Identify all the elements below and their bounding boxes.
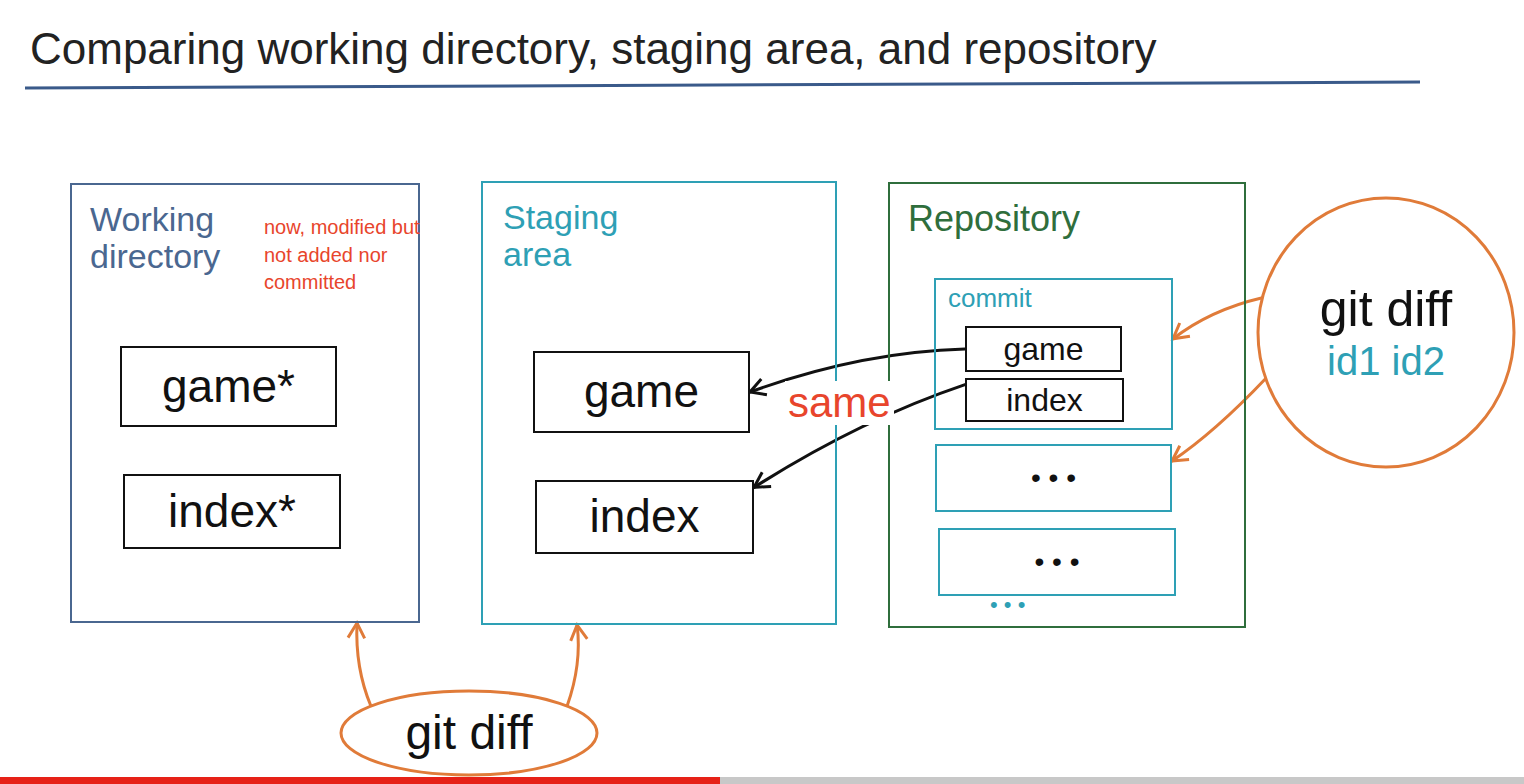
file-box: index	[535, 480, 754, 554]
file-box: game	[533, 351, 750, 433]
node-text: Repository	[908, 200, 1208, 239]
edge-label: same	[785, 381, 894, 425]
connector-arrow	[357, 623, 371, 706]
file-box: game*	[120, 346, 337, 427]
annotation-note: now, modified but not added nor committe…	[264, 214, 424, 297]
node-text: • • •	[1035, 547, 1080, 577]
node-text: Staging area	[503, 199, 653, 272]
node-text: Working directory	[90, 201, 260, 274]
node-text: index	[590, 492, 700, 542]
node-text: git diff	[405, 707, 532, 759]
commit-box: • • •	[935, 444, 1172, 512]
node-text: game*	[162, 362, 295, 412]
label-holder: now, modified but not added nor committe…	[264, 214, 424, 297]
connector-arrow	[567, 625, 578, 706]
bubble-ellipse	[1258, 198, 1514, 467]
progress-bar-played	[0, 777, 720, 784]
node-text: index*	[168, 487, 296, 537]
bubble-ellipse	[341, 691, 597, 775]
connector-arrow	[1173, 298, 1262, 339]
progress-bar-rest	[720, 777, 1524, 784]
node-text: commit	[948, 284, 1148, 312]
area-box: Staging area game index	[481, 181, 837, 625]
node-text: git diff	[1320, 282, 1453, 336]
command-bubble: git diff	[338, 688, 600, 778]
node-text: game	[1003, 332, 1083, 367]
node-text: game	[584, 367, 699, 417]
commit-box: commit game index	[934, 278, 1173, 430]
commit-box: • • •	[938, 528, 1176, 596]
edge-label-holder: same	[785, 381, 894, 425]
file-box: index	[965, 378, 1124, 422]
file-box: index*	[123, 474, 341, 549]
command-bubble: git diffid1 id2	[1255, 195, 1517, 470]
file-box: game	[965, 326, 1122, 372]
connector-arrow	[1172, 379, 1266, 462]
title-underline	[25, 82, 1420, 88]
title-holder: Comparing working directory, staging are…	[30, 24, 1157, 74]
more-commits-dots: • • •	[990, 590, 1070, 620]
node-text: • • •	[1031, 463, 1076, 493]
node-subtext: id1 id2	[1327, 340, 1445, 383]
area-box: Repository commit game index • • • • • •	[888, 182, 1246, 628]
node-text: index	[1006, 383, 1083, 418]
label-holder: • • •	[990, 590, 1070, 620]
title: Comparing working directory, staging are…	[30, 24, 1157, 74]
